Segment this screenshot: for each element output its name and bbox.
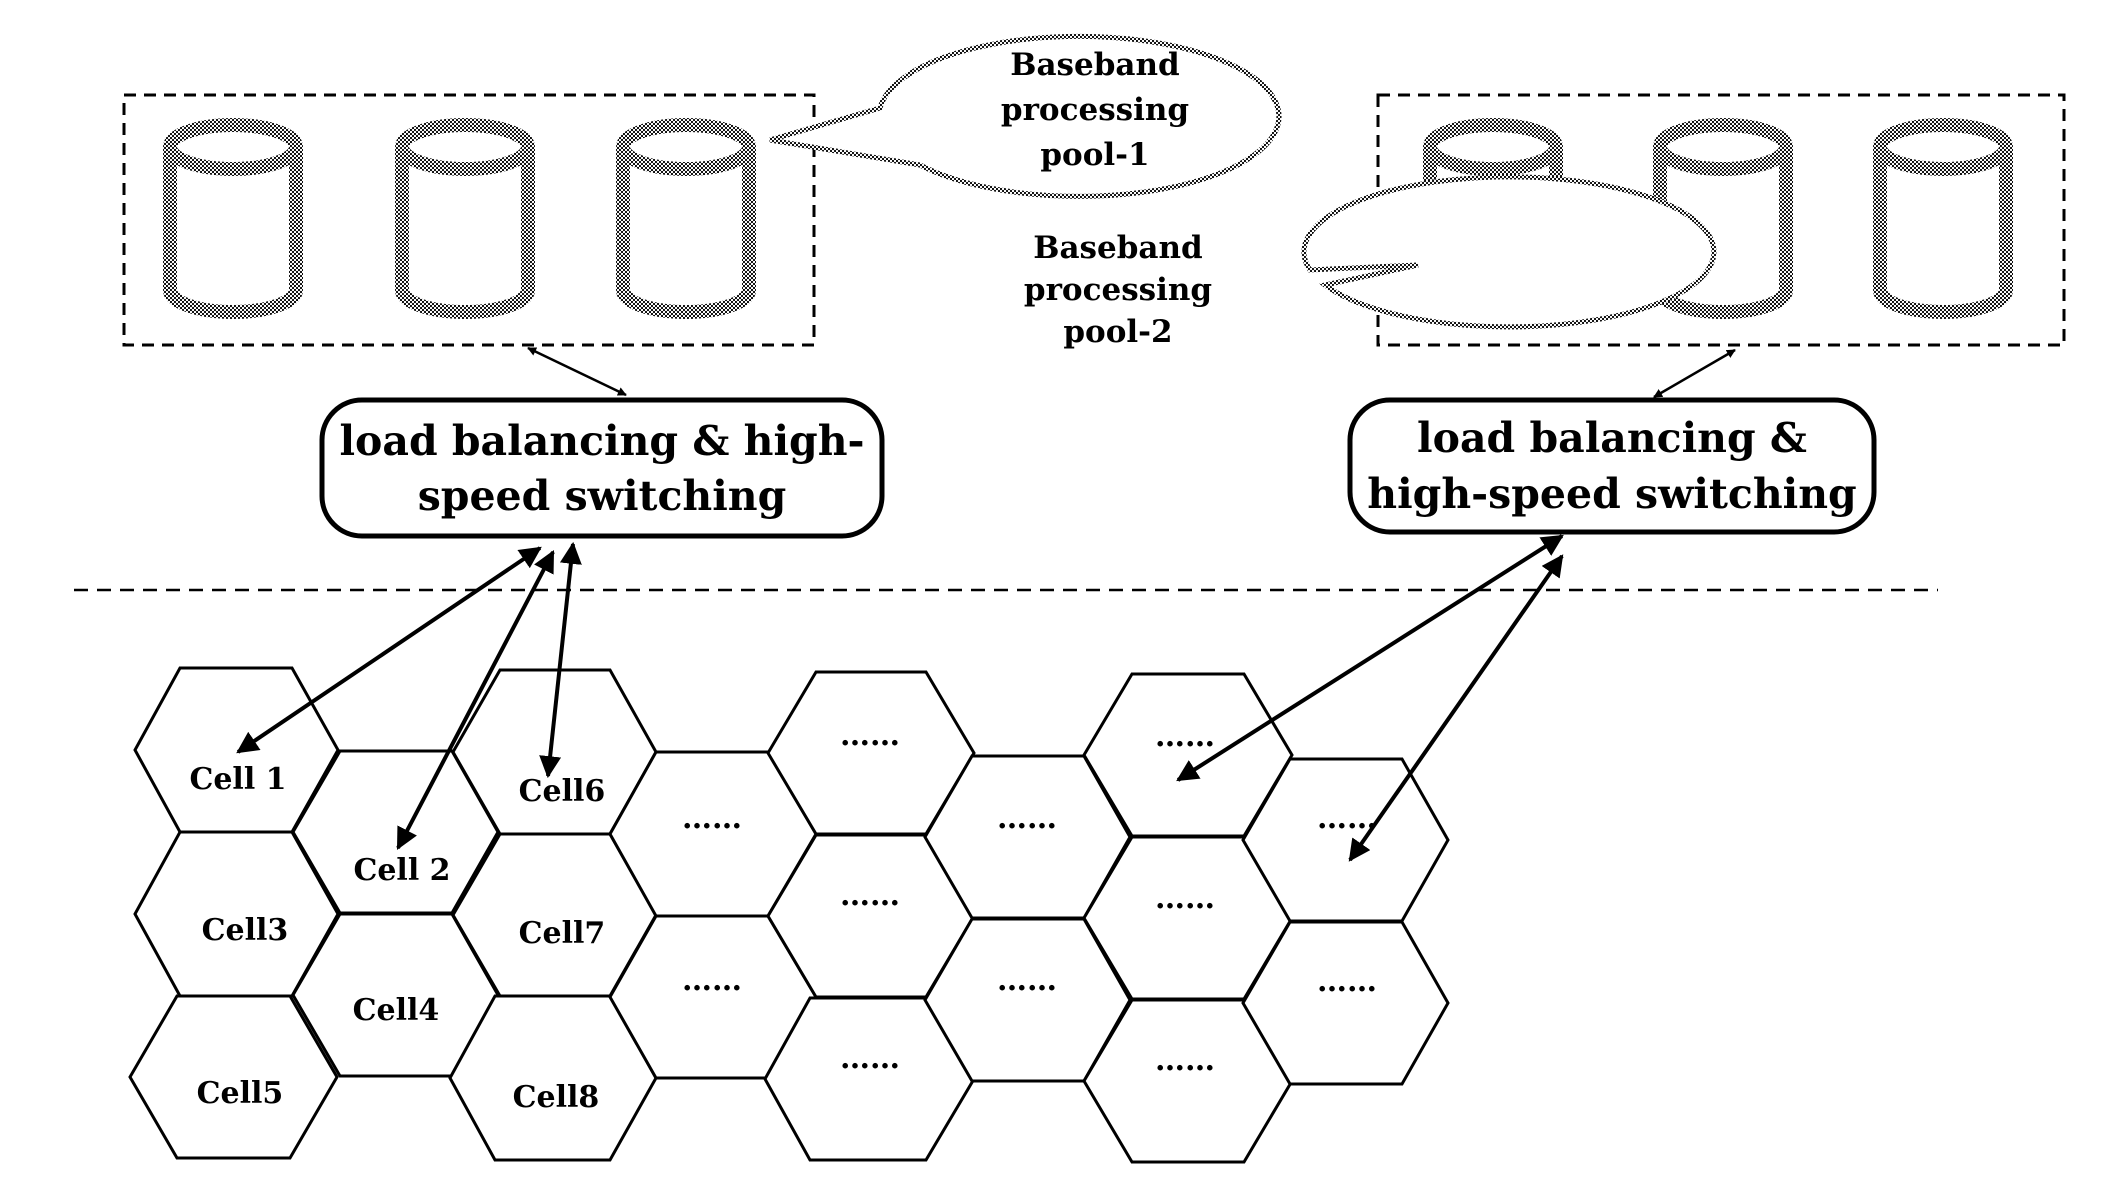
ellipsis-label: …… xyxy=(1155,881,1215,916)
cell-8-label: Cell8 xyxy=(513,1080,600,1115)
cell-4-label: Cell4 xyxy=(353,993,440,1028)
pool-1-label-line3: pool-1 xyxy=(1040,137,1149,173)
switch-1-label-line1: load balancing & high- xyxy=(339,417,864,465)
cell-2-label: Cell 2 xyxy=(353,853,450,888)
pool-group-1 xyxy=(124,95,814,345)
ellipsis-label: …… xyxy=(997,963,1057,998)
ellipsis-label: …… xyxy=(1155,1043,1215,1078)
switch-2-label-line2: high-speed switching xyxy=(1367,470,1856,518)
server-cylinder-icon xyxy=(170,125,296,312)
cell-grid xyxy=(130,668,1448,1162)
server-cylinder-icon xyxy=(1880,125,2006,312)
pool-2-label-line3: pool-2 xyxy=(1063,314,1172,350)
ellipsis-label: …… xyxy=(1155,719,1215,754)
switch-1-label-line2: speed switching xyxy=(418,472,787,520)
ellipsis-label: …… xyxy=(840,1041,900,1076)
pool-2-label-line1: Baseband xyxy=(1033,230,1202,266)
pool-1-label-line1: Baseband xyxy=(1010,47,1179,83)
switch-box-1: load balancing & high- speed switching xyxy=(322,400,882,536)
ellipsis-label: …… xyxy=(840,878,900,913)
server-cylinder-icon xyxy=(402,125,528,312)
ellipsis-label: …… xyxy=(840,718,900,753)
cell-3-label: Cell3 xyxy=(202,913,289,948)
pool-1-callout: Baseband processing pool-1 xyxy=(770,36,1279,196)
ellipsis-label: …… xyxy=(1317,964,1377,999)
ellipsis-label: …… xyxy=(997,801,1057,836)
server-cylinder-icon xyxy=(623,125,749,312)
switch2-cell-a-arrow xyxy=(1178,536,1562,780)
switch-box-2: load balancing & high-speed switching xyxy=(1350,400,1874,532)
pool1-switch1-arrow xyxy=(528,348,626,395)
cell-7-label: Cell7 xyxy=(519,916,606,951)
ellipsis-label: …… xyxy=(682,801,742,836)
pool-2-label-line2: processing xyxy=(1024,272,1212,308)
cell-1-label: Cell 1 xyxy=(189,762,286,797)
pool2-switch2-arrow xyxy=(1654,350,1735,397)
cell-5-label: Cell5 xyxy=(197,1076,284,1111)
switch-2-label-line1: load balancing & xyxy=(1417,414,1807,462)
cell-6-label: Cell6 xyxy=(519,774,606,809)
pool-2-callout: Baseband processing pool-2 xyxy=(1024,177,1714,350)
ellipsis-label: …… xyxy=(682,963,742,998)
pool-1-label-line2: processing xyxy=(1001,92,1189,128)
